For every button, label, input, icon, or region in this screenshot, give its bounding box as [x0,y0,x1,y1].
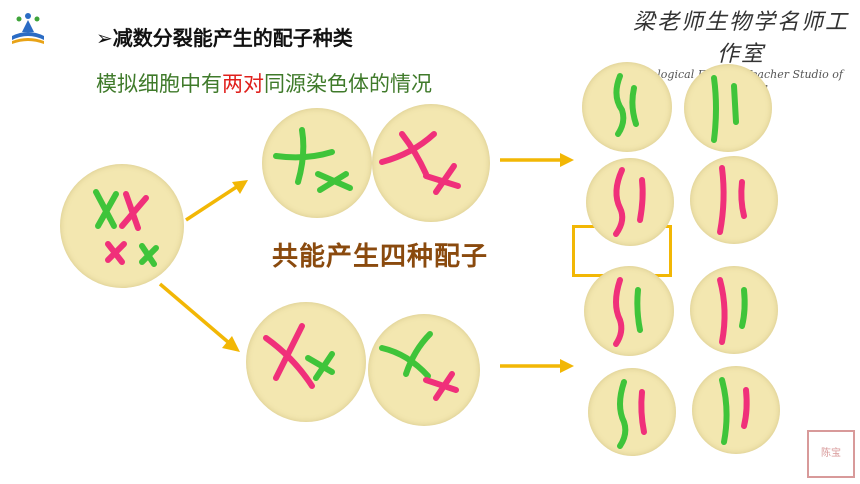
arrow-to-gametes-lower [500,359,574,373]
secondary-cell-top-left [262,108,372,218]
title-bullet: ➢ [96,26,113,50]
gamete-cell-3 [586,158,674,246]
slide-subtitle: 模拟细胞中有两对同源染色体的情况 [96,68,432,98]
seal-stamp: 陈宝 [807,430,855,478]
arrow-parent-lower [158,282,240,352]
subtitle-pre: 模拟细胞中有 [96,72,222,96]
gamete-cell-7 [588,368,676,456]
arrow-to-gametes-upper [500,153,574,167]
arrow-parent-upper [185,180,248,222]
gamete-cell-4 [690,156,778,244]
secondary-cell-top-right [372,104,490,222]
gamete-cell-8 [692,366,780,454]
secondary-cell-bottom-left [246,302,366,422]
signature-cn: 梁老师生物学名师工作室 [632,10,849,67]
parent-cell [60,164,184,288]
slide-title: ➢减数分裂能产生的配子种类 [96,22,353,51]
title-text: 减数分裂能产生的配子种类 [112,26,353,50]
gamete-cell-1 [582,62,672,152]
school-logo [8,10,48,46]
secondary-cell-bottom-right [368,314,480,426]
subtitle-highlight: 两对 [222,72,264,96]
gamete-count-label: 共能产生四种配子 [272,242,489,272]
gamete-cell-6 [690,266,778,354]
gamete-cell-2 [684,64,772,152]
gamete-cell-5 [584,266,674,356]
subtitle-post: 同源染色体的情况 [264,72,432,96]
